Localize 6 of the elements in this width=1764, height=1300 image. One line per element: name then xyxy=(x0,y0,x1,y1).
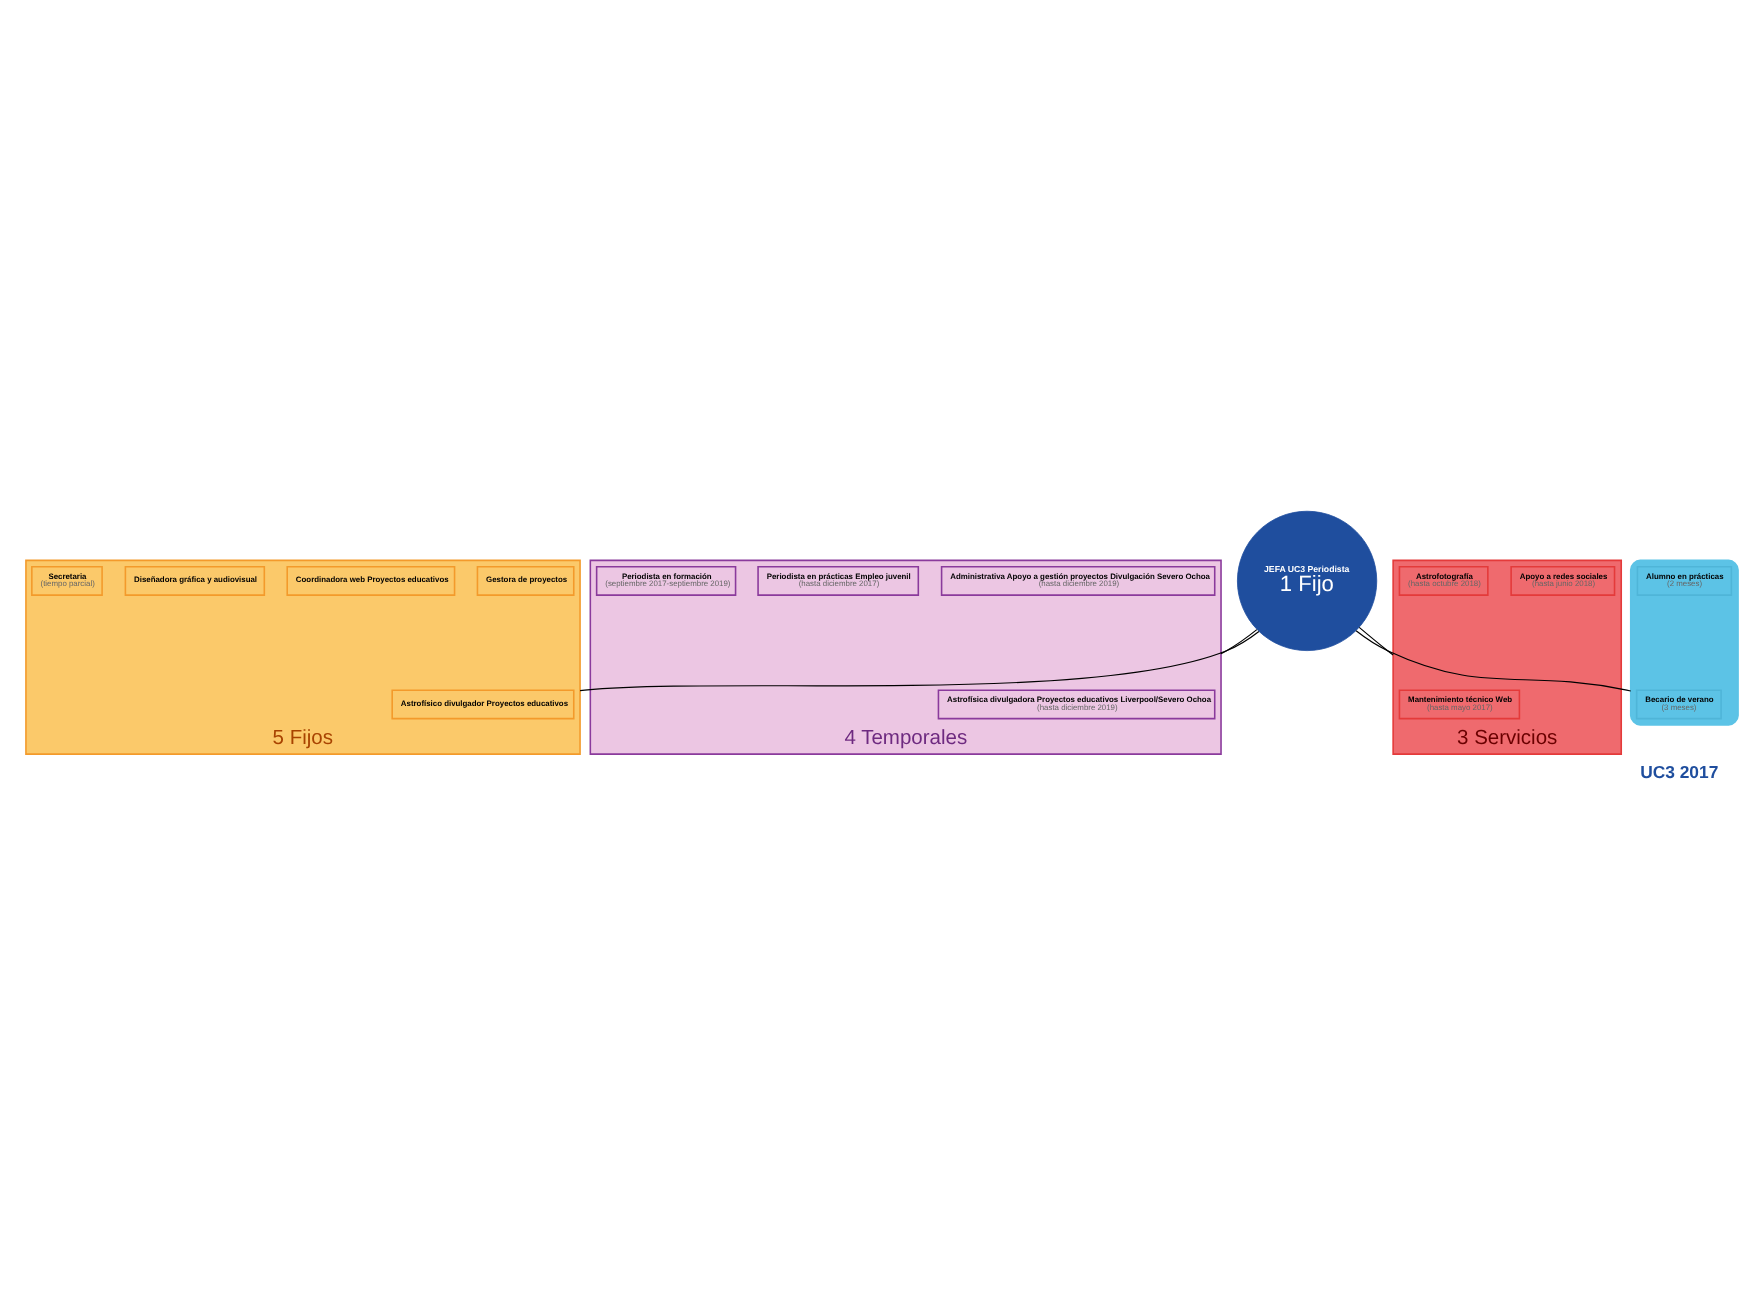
label: UC3 2017 xyxy=(1640,762,1719,783)
cluster xyxy=(1629,559,1739,726)
connector xyxy=(1355,630,1632,692)
connector xyxy=(1220,629,1258,655)
connector xyxy=(579,630,1260,692)
connector xyxy=(1358,626,1394,656)
